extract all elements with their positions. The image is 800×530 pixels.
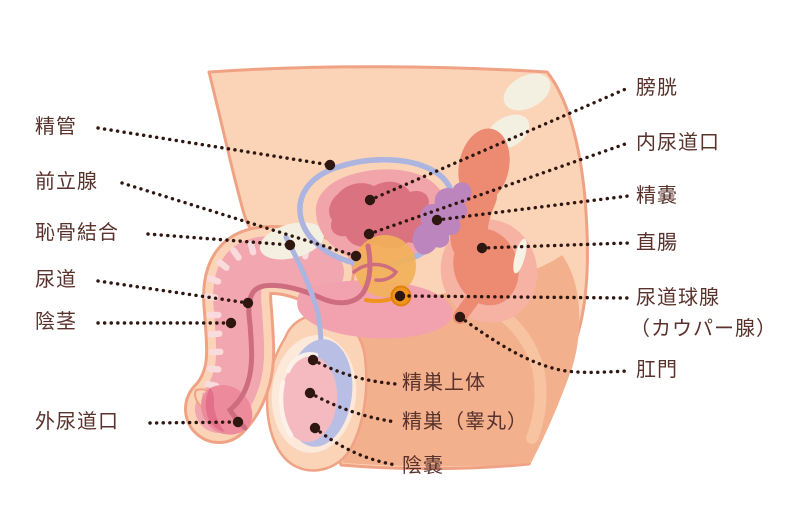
leader-epididymis xyxy=(311,358,398,386)
label-internal-urethral-orifice: 内尿道口 xyxy=(636,132,720,154)
leader-urethra xyxy=(96,279,250,305)
label-vas-deferens: 精管 xyxy=(35,116,77,138)
label-anus: 肛門 xyxy=(636,359,678,381)
label-urethra: 尿道 xyxy=(35,269,77,291)
leader-external-orifice xyxy=(148,420,240,425)
label-scrotum: 陰嚢 xyxy=(402,455,444,477)
label-seminal-vesicle: 精嚢 xyxy=(636,185,678,207)
penis-group xyxy=(184,225,355,444)
leader-vas-deferens xyxy=(96,126,332,167)
label-prostate: 前立腺 xyxy=(35,171,98,193)
label-epididymis: 精巣上体 xyxy=(402,372,486,394)
testis-group xyxy=(278,339,353,447)
ejaculatory-duct xyxy=(352,262,399,282)
leader-anus xyxy=(458,315,630,375)
leader-scrotum xyxy=(313,426,398,467)
leader-lines xyxy=(96,86,630,467)
leader-seminal-vesicle xyxy=(435,194,630,222)
label-testis: 精巣（睾丸） xyxy=(402,411,528,433)
label-bladder: 膀胱 xyxy=(636,77,678,99)
coccyx-bone xyxy=(513,238,527,274)
pelvic-floor-muscle xyxy=(297,280,453,339)
testis-highlight xyxy=(285,352,319,374)
leader-pubic-symphysis xyxy=(146,232,292,247)
bladder-inner xyxy=(329,181,435,249)
label-external-urethral-orifice: 外尿道口 xyxy=(35,411,119,433)
testis-highlight xyxy=(278,379,294,438)
vertebra xyxy=(503,73,551,111)
leader-rectum xyxy=(480,241,630,250)
label-bulbourethral-gland-line2: （カウパー腺） xyxy=(630,318,777,340)
penis-shaft xyxy=(195,236,344,433)
label-bulbourethral-gland: 尿道球腺 （カウパー腺） xyxy=(630,283,777,345)
leader-bladder xyxy=(368,86,630,202)
label-rectum: 直腸 xyxy=(636,232,678,254)
leader-endpoint-dots xyxy=(225,159,488,434)
leader-prostate xyxy=(120,181,358,258)
label-pubic-symphysis: 恥骨結合 xyxy=(35,222,119,244)
label-bulbourethral-gland-line1: 尿道球腺 xyxy=(636,287,720,309)
label-penis: 陰茎 xyxy=(35,311,77,333)
leader-internal-orifice xyxy=(367,141,630,236)
testis xyxy=(280,356,338,442)
